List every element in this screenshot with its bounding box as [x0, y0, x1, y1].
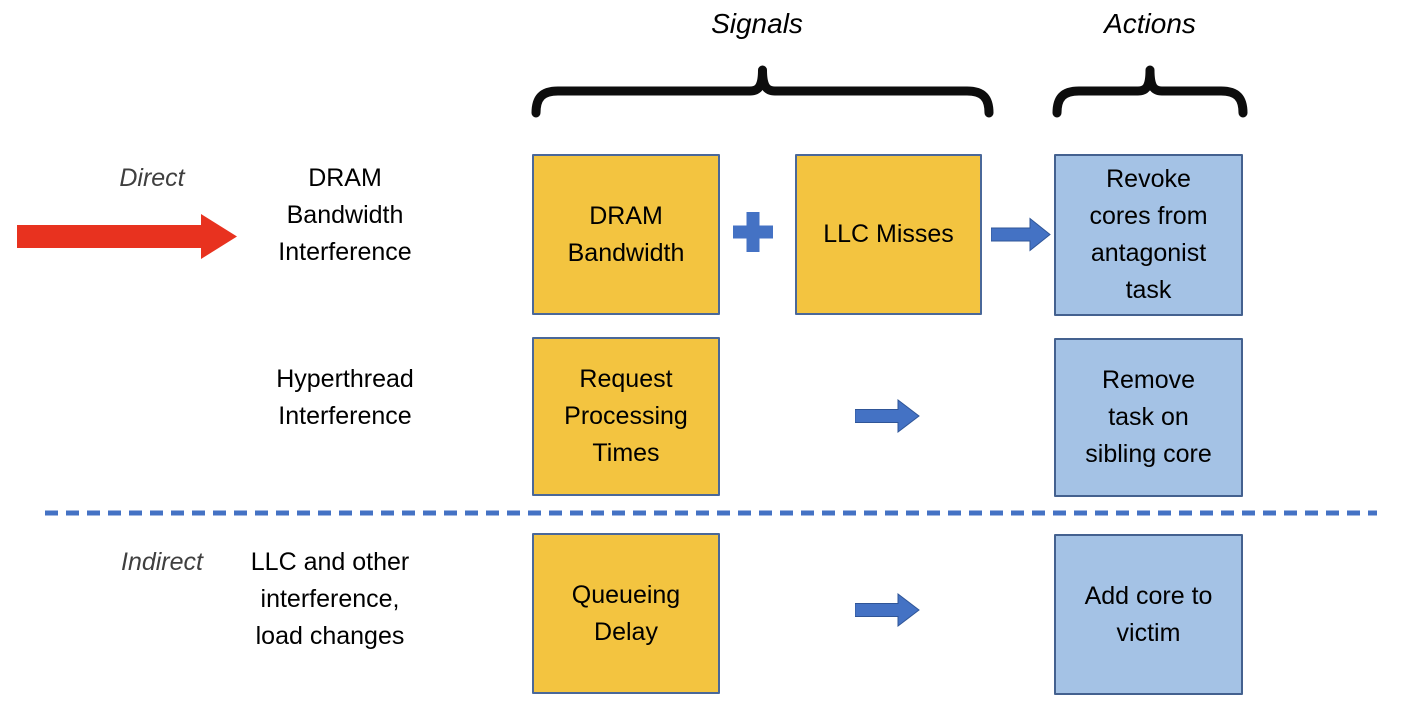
signal-box-llc-misses: LLC Misses: [795, 154, 982, 315]
direct-red-arrow-icon: [17, 213, 238, 260]
signal-box-label: LLC Misses: [823, 220, 954, 248]
direct-indirect-divider: [45, 510, 1377, 516]
indirect-label: Indirect: [121, 548, 203, 576]
actions-brace-icon: [1052, 57, 1248, 119]
right-arrow-icon: [855, 399, 920, 433]
signals-brace-icon: [531, 57, 994, 119]
actions-header-label: Actions: [1104, 8, 1196, 39]
right-arrow-icon: [991, 217, 1051, 252]
signals-header-label: Signals: [711, 8, 803, 39]
direct-label: Direct: [119, 164, 185, 192]
right-arrow-icon: [855, 593, 920, 627]
plus-icon: [731, 210, 775, 254]
